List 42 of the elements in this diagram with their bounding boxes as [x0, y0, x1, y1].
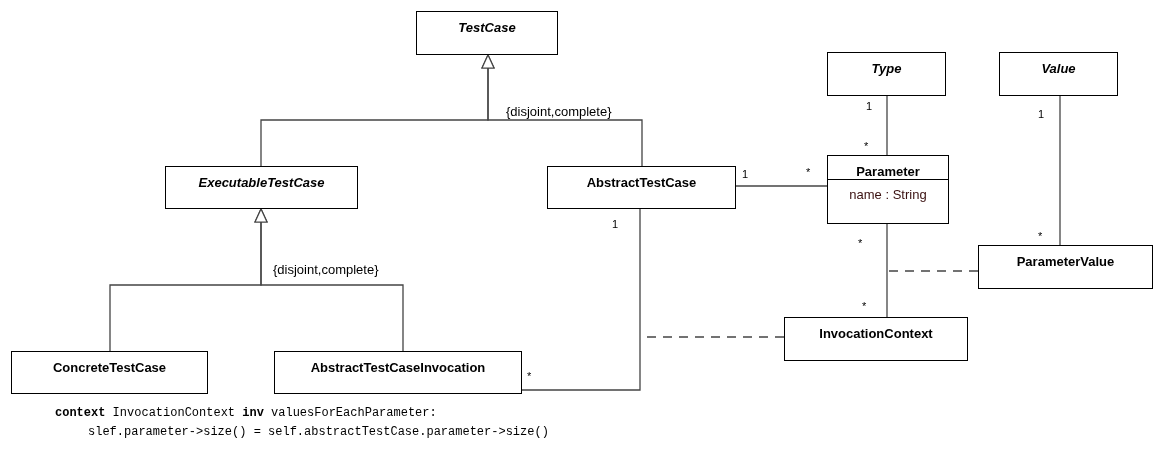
- class-name: InvocationContext: [818, 325, 934, 341]
- class-box: [274, 351, 522, 394]
- multiplicity-label: *: [858, 237, 863, 249]
- generalization-arrow: [481, 54, 643, 167]
- class-name: ConcreteTestCase: [51, 359, 168, 375]
- multiplicity-label: *: [862, 300, 867, 312]
- class-name: Parameter: [855, 163, 921, 179]
- multiplicity-label: *: [1038, 230, 1043, 242]
- association-line: [886, 95, 888, 156]
- multiplicity-label: *: [527, 370, 532, 382]
- class-name: Value: [1040, 60, 1077, 76]
- class-name: ParameterValue: [1015, 253, 1116, 269]
- class-name: TestCase: [457, 19, 517, 35]
- class-name: ExecutableTestCase: [197, 174, 326, 190]
- edge-label: {disjoint,complete}: [272, 262, 380, 277]
- class-box: [416, 11, 558, 55]
- multiplicity-label: *: [806, 166, 811, 178]
- class-box: [999, 52, 1118, 96]
- constraint-text: context InvocationContext inv valuesForEachParameter:: [55, 406, 437, 420]
- class-box: [547, 166, 736, 209]
- constraint-text: slef.parameter->size() = self.abstractTestCase.parameter->size(): [88, 425, 549, 439]
- multiplicity-label: 1: [1038, 108, 1045, 120]
- class-box: [784, 317, 968, 361]
- edge-label: {disjoint,complete}: [505, 104, 613, 119]
- multiplicity-label: *: [864, 140, 869, 152]
- association-line: [886, 223, 888, 318]
- attribute-text: name : String: [828, 179, 948, 209]
- multiplicity-label: 1: [742, 168, 749, 180]
- class-box: [165, 166, 358, 209]
- multiplicity-label: 1: [612, 218, 619, 230]
- class-box: [978, 245, 1153, 289]
- class-name: AbstractTestCase: [585, 174, 698, 190]
- class-box: [11, 351, 208, 394]
- association-line: [735, 185, 828, 187]
- class-box: [827, 155, 949, 224]
- association-line: [521, 208, 641, 391]
- class-box: [827, 52, 946, 96]
- dashed-association-line: [886, 270, 979, 272]
- class-name: AbstractTestCaseInvocation: [309, 359, 487, 375]
- association-line: [1059, 95, 1061, 246]
- class-name: Type: [870, 60, 903, 76]
- generalization-arrow: [254, 208, 404, 352]
